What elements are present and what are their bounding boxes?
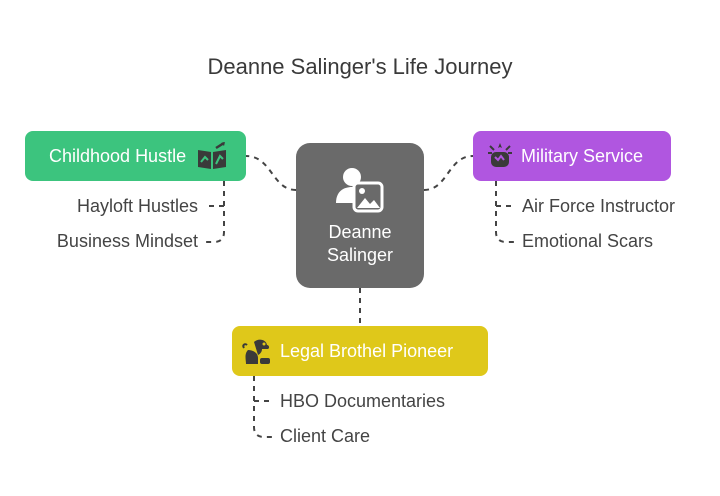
center-label-line1: Deanne <box>328 222 392 242</box>
connector-childhood-items <box>206 181 225 243</box>
center-label-line2: Salinger <box>326 245 394 265</box>
center-label: Deanne Salinger <box>296 221 424 267</box>
fist-star-icon <box>488 143 512 167</box>
person-photo-icon <box>336 168 384 213</box>
book-chart-icon <box>198 142 227 169</box>
leaf-air-force-instructor: Air Force Instructor <box>522 196 676 216</box>
connector-center-military <box>423 155 474 191</box>
connector-center-childhood <box>245 155 297 191</box>
connector-military-items <box>495 181 514 243</box>
leaf-emotional-scars: Emotional Scars <box>522 231 654 251</box>
topic-childhood-hustle: Childhood Hustle <box>25 131 246 181</box>
topic-legal-brothel-pioneer: Legal Brothel Pioneer <box>232 326 488 376</box>
topic-label: Legal Brothel Pioneer <box>280 340 454 361</box>
topic-label: Childhood Hustle <box>49 145 187 166</box>
connector-brothel-items <box>253 376 272 438</box>
leaf-hayloft-hustles: Hayloft Hustles <box>76 196 198 216</box>
dog-toy-icon <box>242 339 270 364</box>
leaf-client-care: Client Care <box>280 426 371 446</box>
diagram-title: Deanne Salinger's Life Journey <box>207 54 513 79</box>
leaf-hbo-documentaries: HBO Documentaries <box>280 391 446 411</box>
topic-military-service: Military Service <box>473 131 671 181</box>
leaf-business-mindset: Business Mindset <box>56 231 198 251</box>
topic-label: Military Service <box>521 145 644 166</box>
center-node: Deanne Salinger <box>296 143 424 288</box>
